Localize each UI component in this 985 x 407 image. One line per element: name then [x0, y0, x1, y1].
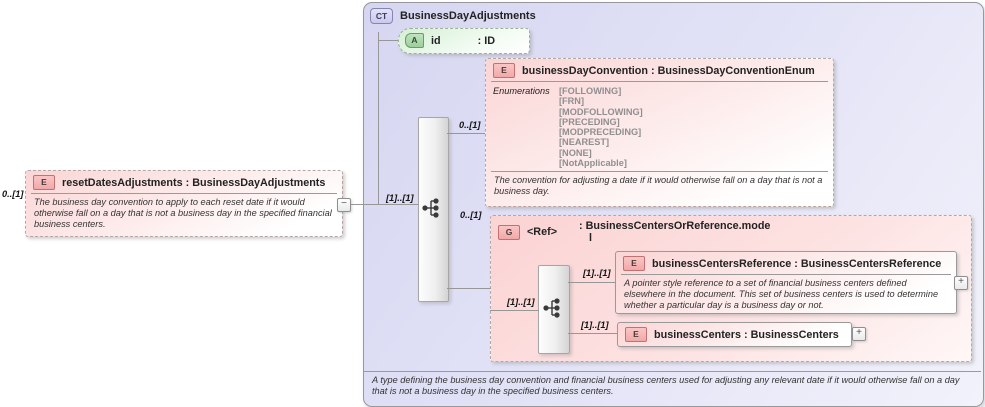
element-badge-icon: E: [625, 327, 647, 342]
inner-sequence-cardinality-label: [1]..[1]: [507, 297, 535, 307]
enum-value: [FRN]: [559, 96, 585, 107]
root-cardinality-label: 0..[1]: [2, 189, 24, 199]
divider: [621, 274, 951, 275]
business-centers-reference-header: E businessCentersReference : BusinessCen…: [616, 252, 956, 273]
enumeration-values: [FOLLOWING] [FRN] [MODFOLLOWING] [PRECED…: [559, 86, 643, 168]
enum-value: [NONE]: [559, 147, 592, 158]
sequence-cardinality-label: [1]..[1]: [386, 193, 414, 203]
enum-value: [NEAREST]: [559, 137, 610, 148]
business-centers-reference-element[interactable]: E businessCentersReference : BusinessCen…: [615, 251, 957, 314]
enum-value: [FOLLOWING]: [559, 86, 622, 96]
group-type: : BusinessCentersOrReference.mode l: [579, 220, 770, 244]
business-centers-reference-title: businessCentersReference : BusinessCente…: [652, 257, 942, 270]
convention-cardinality-label: 0..[1]: [459, 120, 481, 130]
expand-button[interactable]: +: [954, 276, 968, 290]
group-type-line2: l: [589, 232, 593, 244]
group-type-line1: : BusinessCentersOrReference.mode: [579, 220, 771, 232]
enumerations-section: Enumerations [FOLLOWING] [FRN] [MODFOLLO…: [486, 83, 833, 170]
collapse-button[interactable]: −: [337, 198, 351, 212]
group-name: <Ref>: [527, 226, 558, 238]
reference-cardinality-label: [1]..[1]: [583, 268, 611, 278]
business-day-convention-description: The convention for adjusting a date if i…: [494, 175, 823, 197]
reset-dates-adjustments-header: E resetDatesAdjustments : BusinessDayAdj…: [26, 171, 342, 192]
complex-type-title: BusinessDayAdjustments: [400, 10, 536, 22]
business-centers-title: businessCenters : BusinessCenters: [654, 328, 839, 341]
group-badge-icon: G: [498, 224, 520, 240]
enum-value: [NotApplicable]: [559, 158, 627, 169]
business-centers-element[interactable]: E businessCenters : BusinessCenters: [617, 322, 852, 347]
enum-value: [MODPRECEDING]: [559, 127, 642, 138]
element-badge-icon: E: [493, 63, 515, 78]
expand-button[interactable]: +: [852, 327, 866, 341]
business-centers-reference-description: A pointer style reference to a set of fi…: [624, 278, 939, 310]
enum-value: [MODFOLLOWING]: [559, 106, 643, 117]
divider: [491, 81, 828, 82]
sequence-compositor[interactable]: [418, 117, 449, 302]
attribute-name: id: [431, 34, 441, 47]
complex-type-badge-icon: CT: [370, 8, 393, 24]
complex-type-description: A type defining the business day convent…: [372, 375, 960, 396]
inner-sequence-compositor[interactable]: [538, 265, 570, 354]
group-cardinality-label: 0..[1]: [460, 210, 482, 220]
enum-value: [PRECEDING]: [559, 116, 620, 127]
business-centers-header: E businessCenters : BusinessCenters: [618, 323, 851, 344]
reset-dates-adjustments-description: The business day convention to apply to …: [34, 197, 332, 229]
reset-dates-adjustments-element[interactable]: E resetDatesAdjustments : BusinessDayAdj…: [25, 170, 343, 237]
element-badge-icon: E: [623, 256, 645, 271]
divider: [491, 171, 828, 173]
divider: [31, 193, 337, 194]
business-day-convention-element[interactable]: E businessDayConvention : BusinessDayCon…: [485, 58, 834, 207]
element-badge-icon: E: [33, 175, 55, 190]
attribute-type: : ID: [477, 34, 496, 47]
reset-dates-adjustments-title: resetDatesAdjustments : BusinessDayAdjus…: [62, 176, 326, 189]
enumerations-label: Enumerations: [493, 86, 550, 96]
business-day-convention-title: businessDayConvention : BusinessDayConve…: [522, 64, 815, 77]
centers-cardinality-label: [1]..[1]: [581, 320, 609, 330]
group-header: G <Ref> : BusinessCentersOrReference.mod…: [491, 216, 971, 246]
attribute-badge-icon: A: [405, 33, 424, 48]
footer-divider: [364, 371, 981, 372]
complex-type-header: CT BusinessDayAdjustments: [364, 3, 983, 26]
attribute-id[interactable]: A id : ID: [398, 28, 530, 54]
business-day-convention-header: E businessDayConvention : BusinessDayCon…: [486, 59, 833, 80]
